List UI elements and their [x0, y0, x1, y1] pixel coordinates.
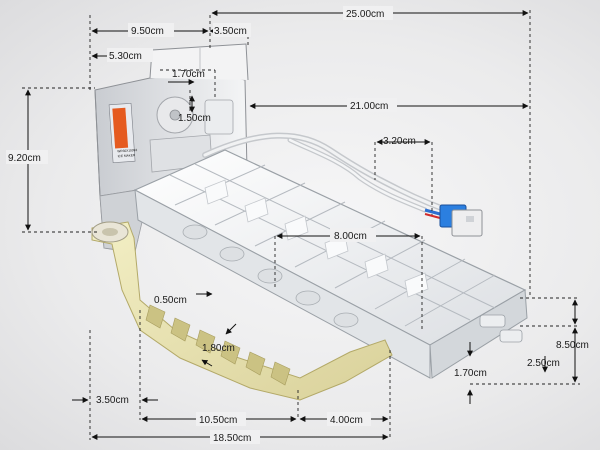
dimension-guides [22, 10, 580, 440]
label-line-1: WR30X10093 [117, 148, 137, 153]
dim-3-20: 3.20cm [383, 136, 416, 147]
dim-8-00: 8.00cm [334, 231, 367, 242]
dim-3-50-bottom: 3.50cm [96, 395, 129, 406]
dim-9-50: 9.50cm [131, 26, 164, 37]
dim-18-50: 18.50cm [213, 433, 251, 444]
dimension-labels: 9.50cm 3.50cm 25.00cm 5.30cm 1.70cm 1.50… [6, 6, 589, 444]
dim-8-50: 8.50cm [556, 340, 589, 351]
label-line-2: ICE MAKER [118, 153, 136, 158]
dim-25-00: 25.00cm [346, 9, 384, 20]
dim-3-50-top: 3.50cm [214, 26, 247, 37]
dim-1-70-right: 1.70cm [454, 368, 487, 379]
wire-connector [424, 204, 483, 237]
dim-0-50: 0.50cm [154, 295, 187, 306]
warning-label: WR30X10093 ICE MAKER [108, 102, 138, 164]
feeler-arm [91, 221, 393, 401]
dim-10-50: 10.50cm [199, 415, 237, 426]
dim-9-20: 9.20cm [8, 153, 41, 164]
dim-1-70-top: 1.70cm [172, 69, 205, 80]
dim-2-50: 2.50cm [527, 358, 560, 369]
dim-1-50: 1.50cm [178, 113, 211, 124]
dim-21-00: 21.00cm [350, 101, 388, 112]
dim-4-00: 4.00cm [330, 415, 363, 426]
dim-5-30: 5.30cm [109, 51, 142, 62]
dim-1-80: 1.80cm [202, 343, 235, 354]
ice-maker-body: WR30X10093 ICE MAKER [91, 43, 528, 401]
